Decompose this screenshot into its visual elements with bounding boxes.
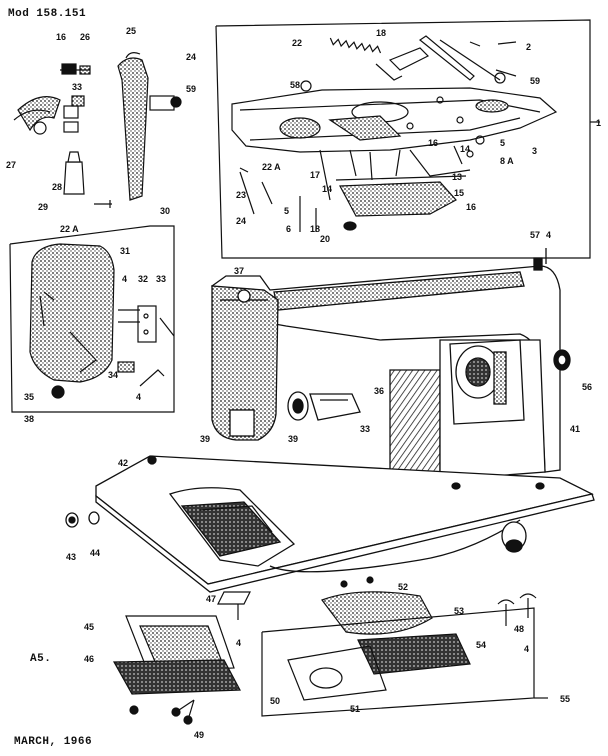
callout-4-c: 4: [136, 392, 141, 402]
callout-24: 25: [126, 26, 136, 36]
callout-12-a: 14: [460, 144, 470, 154]
callout-42: 42: [118, 458, 128, 468]
callout-22: 23: [236, 190, 246, 200]
callout-2: 2: [526, 42, 531, 52]
callout-39-a: 39: [200, 434, 210, 444]
callout-59: 59: [186, 84, 196, 94]
callout-4-b: 4: [122, 274, 127, 284]
callout-20: 22: [292, 38, 302, 48]
callout-19: 20: [320, 234, 330, 244]
callout-33-b: 33: [360, 424, 370, 434]
callout-28: 29: [38, 202, 48, 212]
callout-11: 13: [452, 172, 462, 182]
callout-6: 6: [286, 224, 291, 234]
callout-21-b: 22 A: [262, 162, 281, 172]
callout-14: 15: [454, 188, 464, 198]
callout-44: 44: [90, 548, 100, 558]
date-label: MARCH, 1966: [14, 736, 93, 748]
bottom-parts-group: [112, 576, 548, 725]
callout-39-b: 39: [288, 434, 298, 444]
callout-51: 51: [350, 704, 360, 714]
callout-26: 27: [6, 160, 16, 170]
needle-bar-group: [13, 52, 182, 208]
model-label: Mod 158.151: [8, 8, 87, 20]
callout-41: 41: [570, 424, 580, 434]
callout-13-b: 16: [428, 138, 438, 148]
callout-31: 32: [138, 274, 148, 284]
callout-56: 56: [582, 382, 592, 392]
callout-12-b: 14: [322, 184, 332, 194]
callout-48: 48: [514, 624, 524, 634]
callout-23: 24: [186, 52, 196, 62]
callout-33: 33: [72, 82, 82, 92]
callout-58: 58: [290, 80, 300, 90]
callout-34: 34: [108, 370, 118, 380]
callout-16: 18: [310, 224, 320, 234]
callout-4-a: 4: [546, 230, 551, 240]
callout-57: 57: [530, 230, 540, 240]
callout-29: 30: [160, 206, 170, 216]
callout-3: 3: [532, 146, 537, 156]
callout-4-e: 4: [524, 644, 529, 654]
callout-53: 53: [454, 606, 464, 616]
callout-27: 28: [52, 182, 62, 192]
callout-36: 36: [374, 386, 384, 396]
callout-13: 16: [56, 32, 66, 42]
callout-52: 52: [398, 582, 408, 592]
callout-55: 55: [560, 694, 570, 704]
callout-37: 37: [234, 266, 244, 276]
callout-15: 16: [466, 202, 476, 212]
callout-49: 49: [194, 730, 204, 740]
callout-30: 31: [120, 246, 130, 256]
callout-1: 1: [596, 118, 601, 128]
callout-54: 54: [476, 640, 486, 650]
callout-4-d: 4: [236, 638, 241, 648]
callout-32: 33: [156, 274, 166, 284]
callout-22a: 24: [236, 216, 246, 226]
callout-47: 47: [206, 594, 216, 604]
callout-25: 26: [80, 32, 90, 42]
callout-59-b: 59: [530, 76, 540, 86]
callout-50: 50: [270, 696, 280, 706]
callout-8a: 8 A: [500, 156, 514, 166]
callout-45: 45: [84, 622, 94, 632]
callout-5-b: 5: [284, 206, 289, 216]
machine-head: [210, 248, 571, 501]
callout-46: 46: [84, 654, 94, 664]
top-assembly-group: [215, 19, 600, 259]
callout-43: 43: [66, 552, 76, 562]
callout-38: 38: [24, 414, 34, 424]
callout-18: 18: [376, 28, 386, 38]
face-plate-group: [9, 225, 175, 413]
sheet-label: A5.: [30, 653, 52, 665]
callout-17: 17: [310, 170, 320, 180]
callout-35: 35: [24, 392, 34, 402]
bed-plate: [65, 455, 595, 593]
callout-labels: 16 26 25 24 59 33 27 28 29 22 A 30 22 18…: [6, 26, 601, 740]
callout-21-a: 22 A: [60, 224, 79, 234]
callout-5-a: 5: [500, 138, 505, 148]
